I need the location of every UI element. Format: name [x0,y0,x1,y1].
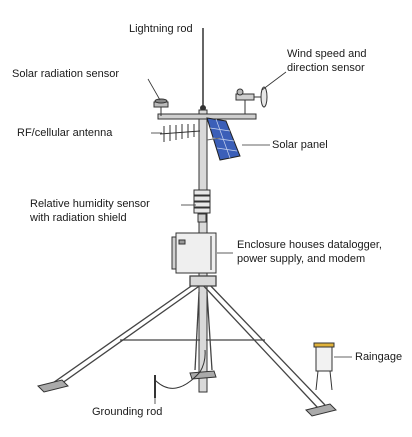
grounding-rod [155,350,205,398]
label-wind-sensor: Wind speed and direction sensor [287,47,367,75]
humidity-sensor-shield [194,190,210,222]
label-wind-sensor-line2: direction sensor [287,61,367,75]
label-lightning-rod: Lightning rod [129,22,193,36]
tripod [50,276,325,408]
label-humidity-sensor: Relative humidity sensor with radiation … [30,197,150,225]
solar-panel [207,118,240,160]
label-grounding-rod: Grounding rod [92,405,162,419]
label-solar-radiation-sensor: Solar radiation sensor [12,67,119,81]
label-solar-panel: Solar panel [272,138,328,152]
raingage [314,343,334,390]
foot-right [306,404,336,416]
enclosure-box [172,233,216,273]
label-enclosure-line2: power supply, and modem [237,252,382,266]
rf-cellular-antenna [160,124,200,142]
label-enclosure: Enclosure houses datalogger, power suppl… [237,238,382,266]
label-humidity-line2: with radiation shield [30,211,150,225]
label-enclosure-line1: Enclosure houses datalogger, [237,238,382,252]
solar-radiation-sensor [154,99,168,116]
label-humidity-line1: Relative humidity sensor [30,197,150,211]
foot-left [38,380,68,392]
label-antenna: RF/cellular antenna [17,126,112,140]
wind-speed-direction-sensor [236,87,267,114]
label-raingage: Raingage [355,350,402,364]
label-wind-sensor-line1: Wind speed and [287,47,367,61]
